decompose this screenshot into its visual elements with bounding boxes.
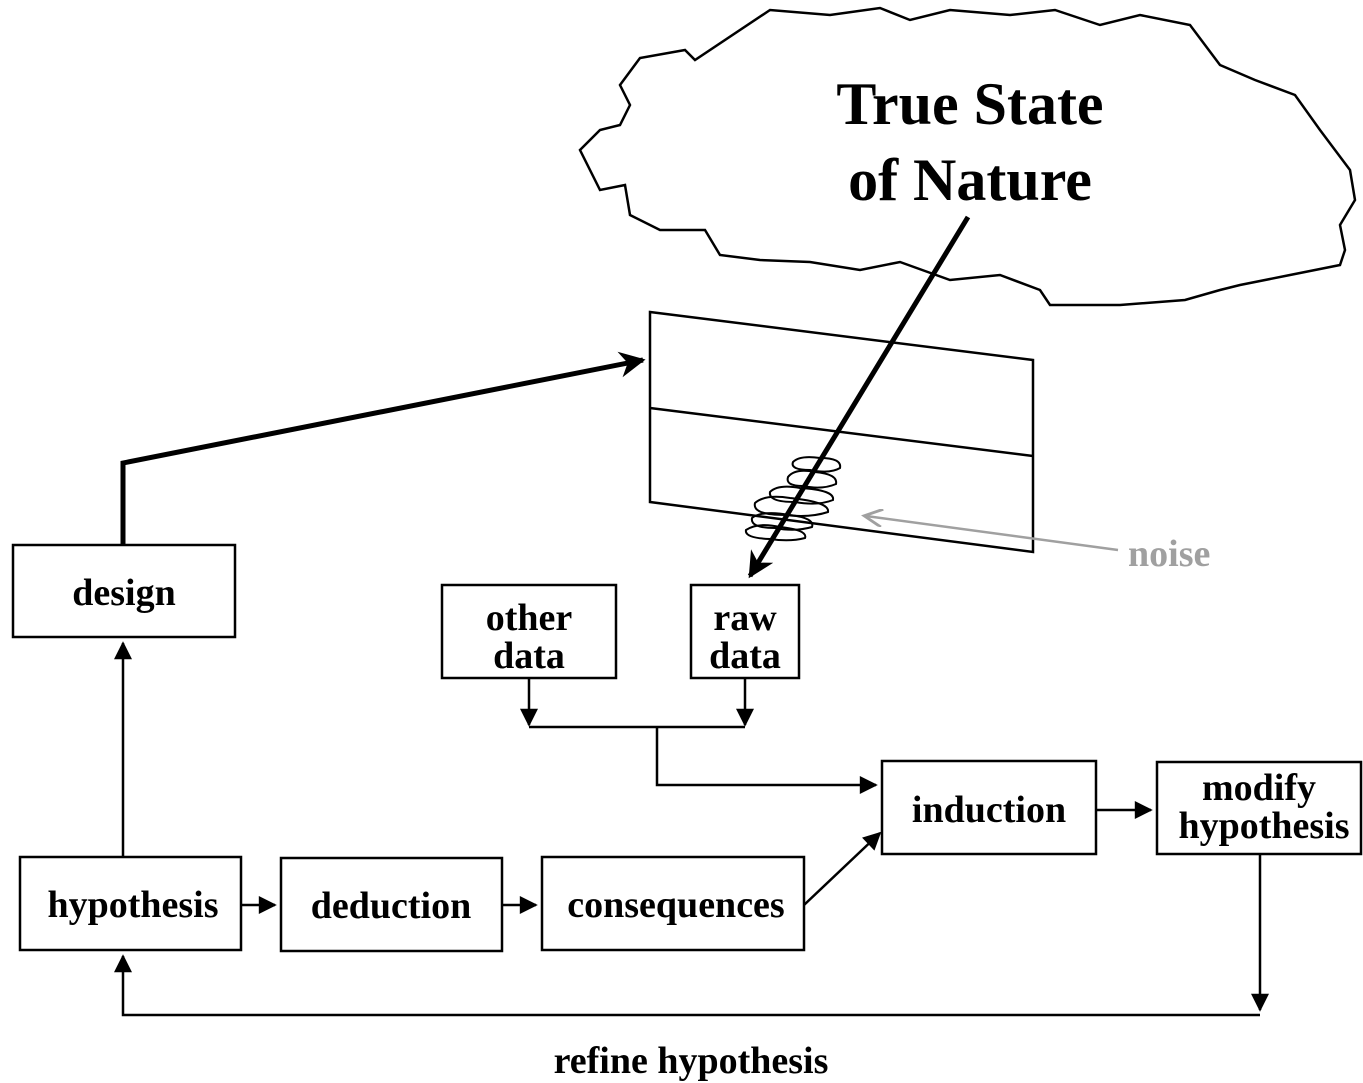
refine-hypothesis-label: refine hypothesis: [554, 1040, 829, 1082]
induction-label: induction: [912, 789, 1066, 831]
design-to-screen-arrow: [120, 351, 646, 545]
consequences-label: consequences: [567, 884, 784, 926]
deduction-label: deduction: [311, 885, 471, 927]
deduction-box: [279, 856, 504, 953]
consequences-to-induction-arrow: [803, 831, 882, 906]
nature-to-raw-data-arrow: [747, 215, 971, 579]
consequences-box: [540, 855, 806, 952]
nature-title-line1: True State: [836, 71, 1103, 137]
other-data-line2: data: [493, 635, 565, 677]
noise-blobs: [744, 456, 842, 542]
raw-data-line1: raw: [713, 597, 777, 639]
induction-box: [880, 759, 1098, 856]
data-to-induction-arrow: [655, 727, 878, 794]
experiment-screen: [648, 310, 1035, 554]
raw-data-line2: data: [709, 635, 781, 677]
other-data-box: [440, 583, 618, 680]
refine-loop-arrow: [114, 954, 1260, 1017]
raw-data-box: [689, 583, 801, 680]
modify-hypothesis-line1: modify: [1202, 767, 1316, 809]
noise-label: noise: [1128, 533, 1210, 575]
hypothesis-label: hypothesis: [47, 884, 218, 926]
modify-hypothesis-line2: hypothesis: [1178, 805, 1349, 847]
modify-hypothesis-box: [1155, 760, 1363, 856]
nature-title-line2: of Nature: [848, 147, 1092, 213]
screen-divider: [649, 406, 1034, 458]
design-box: [11, 543, 237, 639]
other-data-line1: other: [486, 597, 573, 639]
nature-cloud: [578, 6, 1357, 307]
noise-arrow: [866, 516, 1119, 552]
design-label: design: [72, 572, 175, 614]
hypothesis-box: [18, 855, 243, 952]
